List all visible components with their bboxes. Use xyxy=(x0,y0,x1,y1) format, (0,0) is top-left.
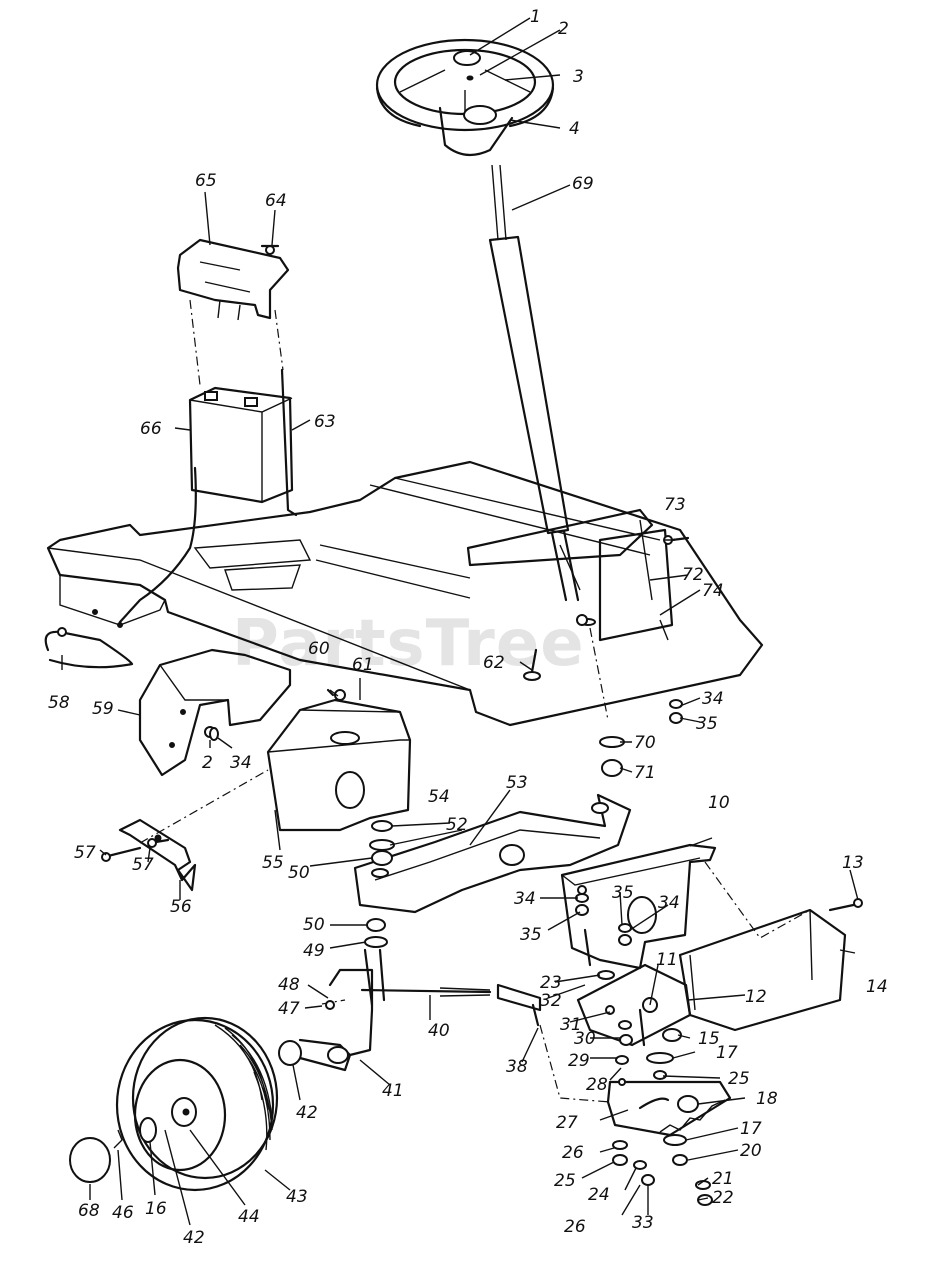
callout-15: 15 xyxy=(698,1029,720,1049)
callout-60: 60 xyxy=(308,639,330,659)
steering-bracket xyxy=(560,843,717,1047)
callout-63: 63 xyxy=(314,412,336,432)
cover-plate-55 xyxy=(266,688,412,832)
callout-48: 48 xyxy=(278,975,300,995)
callout-49: 49 xyxy=(303,941,325,961)
callout-68: 68 xyxy=(78,1201,100,1221)
callout-62: 62 xyxy=(483,653,505,673)
callout-27: 27 xyxy=(556,1113,578,1133)
callout-17-upper: 17 xyxy=(716,1043,738,1063)
callout-35-upper: 35 xyxy=(612,883,634,903)
callout-38: 38 xyxy=(506,1057,528,1077)
callout-42-lower: 42 xyxy=(183,1228,205,1248)
callout-55: 55 xyxy=(262,853,284,873)
callout-65: 65 xyxy=(195,171,217,191)
callout-50-lower: 50 xyxy=(303,915,325,935)
callout-42-upper: 42 xyxy=(296,1103,318,1123)
bolt-62 xyxy=(523,648,541,681)
callout-21: 21 xyxy=(712,1169,734,1189)
callout-20: 20 xyxy=(740,1141,762,1161)
callout-71: 71 xyxy=(634,763,656,783)
callout-66: 66 xyxy=(140,419,162,439)
callout-25-lower: 25 xyxy=(554,1171,576,1191)
spindle-assembly xyxy=(298,948,542,1072)
callout-46: 46 xyxy=(112,1203,134,1223)
callout-2: 2 xyxy=(558,19,569,39)
callout-25-upper: 25 xyxy=(728,1069,750,1089)
callout-2-lower: 2 xyxy=(202,753,213,773)
callout-28: 28 xyxy=(586,1075,608,1095)
callout-23: 23 xyxy=(540,973,562,993)
callout-12: 12 xyxy=(745,987,767,1007)
battery-hold-down xyxy=(176,238,290,386)
callout-17-lower: 17 xyxy=(740,1119,762,1139)
mower-frame xyxy=(46,460,764,727)
callout-26-upper: 26 xyxy=(562,1143,584,1163)
callout-40: 40 xyxy=(428,1021,450,1041)
callout-34-left: 34 xyxy=(230,753,252,773)
callout-32: 32 xyxy=(540,991,562,1011)
callout-54: 54 xyxy=(428,787,450,807)
callout-57-right: 57 xyxy=(132,855,154,875)
callout-1: 1 xyxy=(530,7,541,27)
callout-52: 52 xyxy=(446,815,468,835)
axle-washers xyxy=(364,820,395,948)
steering-wheel xyxy=(375,38,555,157)
callout-35-right: 35 xyxy=(696,714,718,734)
callout-10: 10 xyxy=(708,793,730,813)
callout-43: 43 xyxy=(286,1187,308,1207)
callout-4: 4 xyxy=(569,119,580,139)
callout-56: 56 xyxy=(170,897,192,917)
sector-gear xyxy=(539,1024,732,1137)
callout-16: 16 xyxy=(145,1199,167,1219)
callout-41: 41 xyxy=(382,1081,404,1101)
callout-61: 61 xyxy=(352,655,374,675)
callout-34-upper: 34 xyxy=(658,893,680,913)
callout-73: 73 xyxy=(664,495,686,515)
callout-64: 64 xyxy=(265,191,287,211)
callout-59: 59 xyxy=(92,699,114,719)
callout-18: 18 xyxy=(756,1089,778,1109)
battery xyxy=(118,368,298,624)
callout-72: 72 xyxy=(682,565,704,585)
callout-24: 24 xyxy=(588,1185,610,1205)
callout-labels: 1 2 3 4 65 64 69 63 66 73 72 74 62 60 61… xyxy=(48,7,888,1248)
callout-70: 70 xyxy=(634,733,656,753)
callout-29: 29 xyxy=(568,1051,590,1071)
hardware-stack xyxy=(575,699,683,1080)
callout-34-right: 34 xyxy=(702,689,724,709)
callout-14: 14 xyxy=(866,977,888,997)
callout-57-left: 57 xyxy=(74,843,96,863)
callout-69: 69 xyxy=(572,174,594,194)
bracket-56 xyxy=(101,769,269,892)
callout-11: 11 xyxy=(656,950,678,970)
callout-13: 13 xyxy=(842,853,864,873)
front-wheel xyxy=(69,1016,302,1192)
callout-31: 31 xyxy=(560,1015,582,1035)
shield-14 xyxy=(678,861,863,1032)
callout-50-upper: 50 xyxy=(288,863,310,883)
bracket-59 xyxy=(138,648,292,777)
callout-58: 58 xyxy=(48,693,70,713)
battery-cable xyxy=(44,627,134,669)
front-axle xyxy=(353,793,632,914)
callout-33: 33 xyxy=(632,1213,654,1233)
lower-hardware xyxy=(612,1134,713,1206)
callout-74: 74 xyxy=(702,581,724,601)
callout-34-mid: 34 xyxy=(514,889,536,909)
leader-lines xyxy=(61,17,859,1226)
callout-44: 44 xyxy=(238,1207,260,1227)
callout-35-mid: 35 xyxy=(520,925,542,945)
callout-53: 53 xyxy=(506,773,528,793)
callout-26-lower: 26 xyxy=(564,1217,586,1237)
callout-47: 47 xyxy=(278,999,300,1019)
callout-30: 30 xyxy=(574,1029,596,1049)
callout-22: 22 xyxy=(712,1188,734,1208)
callout-3: 3 xyxy=(573,67,584,87)
